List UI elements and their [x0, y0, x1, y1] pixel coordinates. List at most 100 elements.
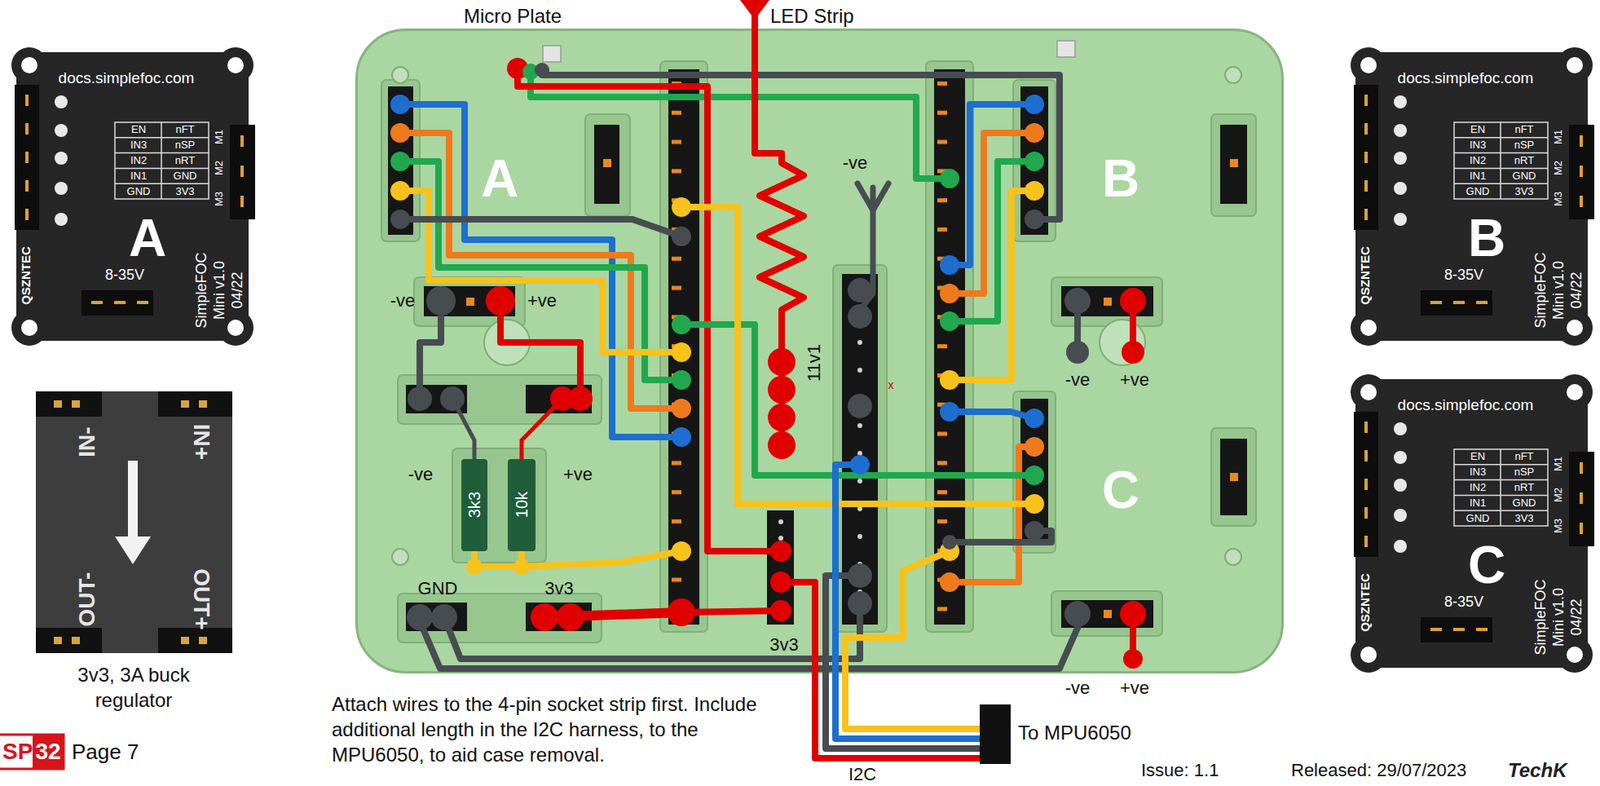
board-text: Mini v1.0 [1551, 260, 1568, 320]
component-well [1211, 114, 1257, 216]
diagram-label: 3v3 [544, 578, 574, 599]
wire-end [466, 558, 483, 575]
diagram-label: 3v3 [769, 634, 798, 655]
component-well [1211, 427, 1257, 526]
buck-regulator: IN-IN+OUT-OUT+3v3, 3A buck regulator [35, 391, 233, 653]
board-text: docs.simplefoc.com [1397, 396, 1534, 415]
component-well [925, 61, 974, 632]
socket-hole [857, 339, 863, 345]
header-pins [1103, 609, 1112, 618]
wire-end [1064, 287, 1091, 314]
wire [949, 411, 1035, 419]
wire [400, 104, 682, 437]
board-text: nRT [1514, 154, 1534, 167]
wire-end [1064, 600, 1091, 627]
component-well [452, 448, 547, 563]
header-pins [466, 158, 1239, 618]
wire-end [1024, 209, 1045, 230]
diagram-label: +ve [1119, 370, 1150, 390]
board-text: SimpleFOC [1533, 251, 1550, 328]
assembly-note: Attach wires to the 4-pin socket strip f… [331, 691, 779, 767]
diagram-label: 32 [35, 739, 61, 765]
wire [400, 161, 682, 380]
board-text: IN- [74, 426, 101, 457]
board-text: 04/22 [1569, 271, 1586, 309]
wire-end [1119, 600, 1147, 627]
wire-end [1123, 648, 1143, 669]
wire-end [390, 209, 410, 230]
wire [681, 207, 1035, 504]
board-text: M1 [1552, 129, 1565, 145]
board-text: OUT+ [189, 568, 215, 630]
wire-end [1024, 180, 1045, 201]
mpu-connector [979, 704, 1011, 764]
diagram-label: SP [2, 739, 33, 765]
board-text: 8-35V [1444, 594, 1484, 611]
header-pins [1229, 158, 1239, 168]
component-well [414, 277, 525, 327]
wire-end [440, 386, 465, 411]
wire-end [671, 370, 692, 390]
board-text: nSP [175, 139, 196, 151]
wire-end [667, 598, 696, 626]
board-text: docs.simplefoc.com [58, 70, 195, 88]
diagram-label: -ve [408, 464, 434, 485]
header-strip [1220, 438, 1248, 516]
wire-end [406, 603, 433, 631]
driver-board-outline [11, 47, 256, 346]
component-well [660, 61, 708, 632]
wire-end [939, 255, 960, 275]
wire-end [671, 427, 692, 447]
header-pins [1103, 297, 1112, 306]
wire [517, 68, 781, 551]
mounting-hole [1225, 66, 1242, 84]
board-text: QSZNTEC [1358, 246, 1373, 305]
board-text: docs.simplefoc.com [1397, 70, 1534, 88]
component-well [1051, 277, 1163, 327]
header-strip [423, 286, 516, 317]
board-text: M1 [1552, 456, 1565, 472]
wire-end [770, 599, 792, 622]
diagram-label: -ve [390, 290, 416, 311]
wire [400, 132, 682, 409]
wire-end [390, 123, 410, 143]
board-text: 04/22 [1569, 598, 1586, 635]
board-text: EN [1470, 450, 1486, 463]
header-strip [525, 384, 592, 414]
board-text: nFT [175, 123, 194, 136]
wire [521, 550, 682, 567]
board-text: 3V3 [1514, 185, 1534, 198]
board-text: EN [1470, 123, 1486, 136]
wire-end [942, 534, 957, 550]
wire [857, 183, 889, 211]
board-text: IN1 [130, 170, 147, 182]
board-text: nRT [175, 154, 195, 167]
wire-end [671, 398, 692, 419]
diagram-label: To MPU6050 [1018, 722, 1132, 744]
board-text: SimpleFOC [1533, 578, 1550, 655]
board-text: 3V3 [175, 185, 194, 198]
socket-hole [857, 423, 863, 428]
board-text: GND [1512, 170, 1537, 182]
board-text: nFT [1514, 450, 1534, 463]
wire-end [671, 226, 692, 247]
wire-end [767, 348, 796, 376]
header-strip [1220, 124, 1248, 204]
board-text: EN [131, 123, 146, 136]
header-strip [405, 384, 468, 414]
header-strip [668, 69, 700, 625]
board-text: M3 [1552, 518, 1565, 534]
wire [419, 300, 441, 399]
wire-end [671, 342, 692, 362]
header-strip [1061, 599, 1154, 628]
diagram-label: Micro Plate [463, 5, 562, 27]
plate-tab [542, 40, 1076, 62]
socket-hole [857, 367, 863, 373]
diagram-label: Released: 29/07/2023 [1291, 760, 1467, 781]
board-text: IN2 [1469, 154, 1486, 167]
diagram-label: TechK [1507, 759, 1567, 781]
header-pins [668, 69, 700, 625]
wire-end [850, 454, 870, 475]
wire [681, 610, 781, 613]
socket-hole [857, 533, 863, 539]
